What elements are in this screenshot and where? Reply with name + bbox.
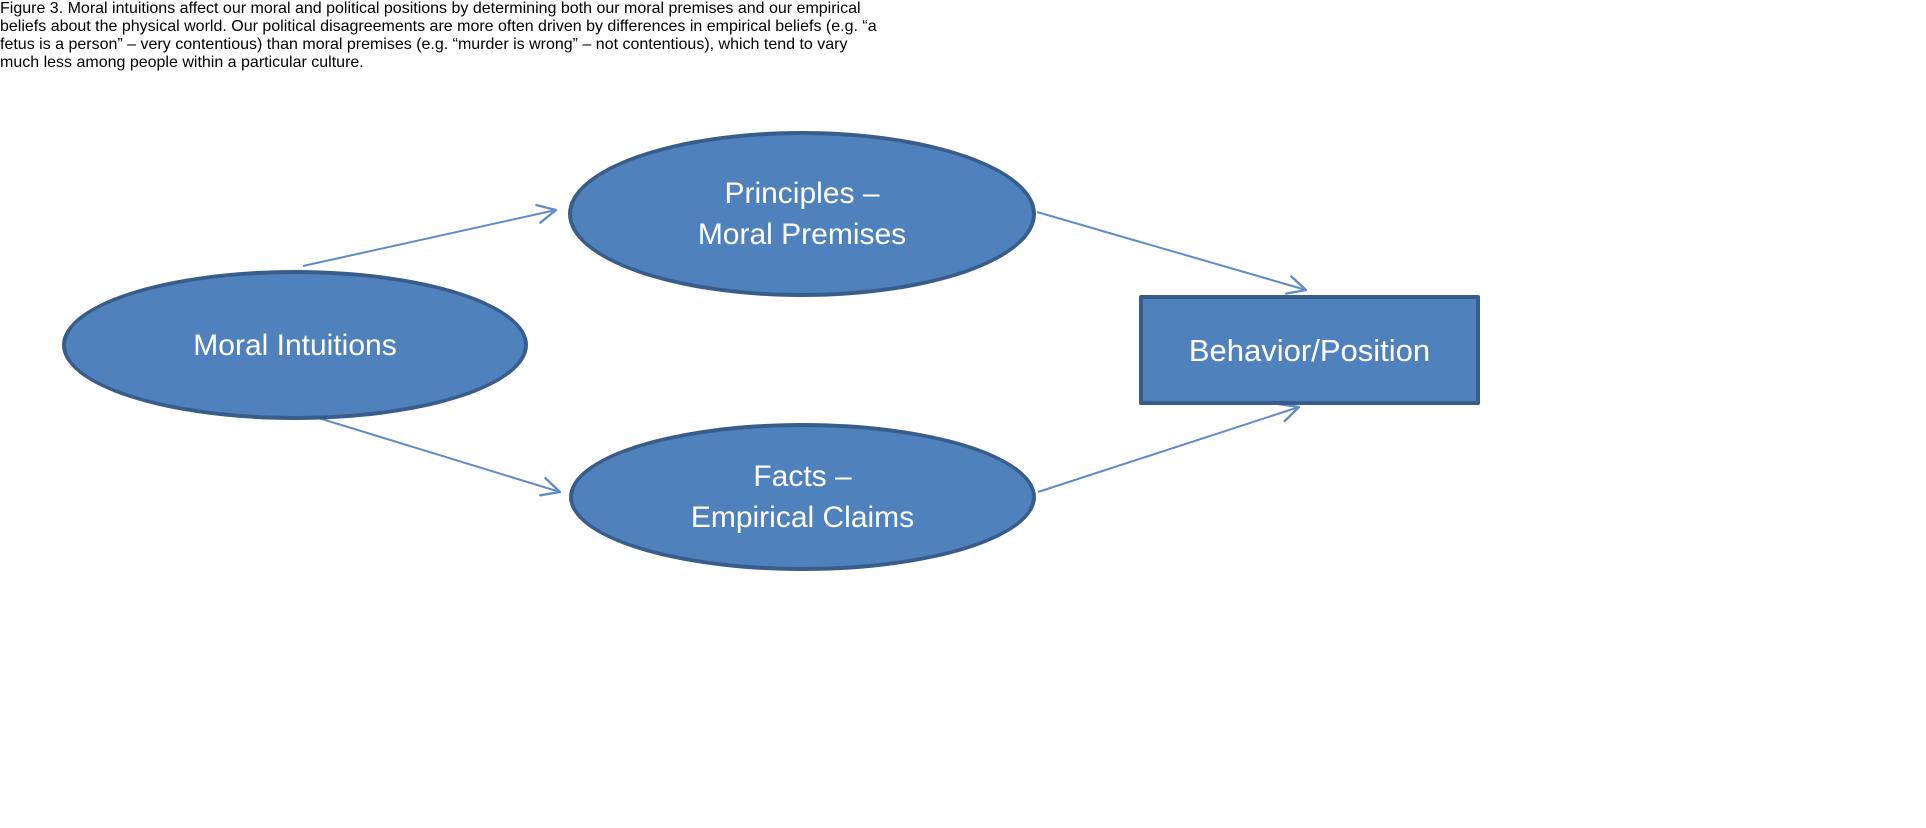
node-principles-label-line1: Principles – — [724, 177, 880, 210]
node-principles-label-line2: Moral Premises — [697, 218, 907, 251]
figure-caption-line: Figure 3. Moral intuitions affect our mo… — [0, 0, 861, 17]
node-principles-moral-premises: Principles – Moral Premises — [568, 131, 1036, 297]
arrow-moral-to-principles — [302, 203, 558, 267]
figure-caption-line: fetus is a person” – very contentious) t… — [0, 36, 848, 53]
node-facts-label-line2: Empirical Claims — [690, 501, 915, 534]
arrow-moral-to-facts — [311, 415, 562, 497]
node-facts-empirical-claims: Facts – Empirical Claims — [569, 423, 1036, 571]
figure-caption-line: much less among people within a particul… — [0, 54, 364, 71]
figure-caption-line: beliefs about the physical world. Our po… — [0, 18, 877, 35]
node-facts-label-line1: Facts – — [753, 460, 852, 493]
node-moral-intuitions-label: Moral Intuitions — [193, 328, 397, 362]
arrow-facts-to-behavior — [1037, 402, 1301, 493]
node-behavior-position: Behavior/Position — [1139, 295, 1480, 405]
node-moral-intuitions: Moral Intuitions — [62, 270, 528, 420]
node-behavior-position-label: Behavior/Position — [1188, 332, 1431, 368]
arrow-principles-to-behavior — [1036, 211, 1308, 295]
